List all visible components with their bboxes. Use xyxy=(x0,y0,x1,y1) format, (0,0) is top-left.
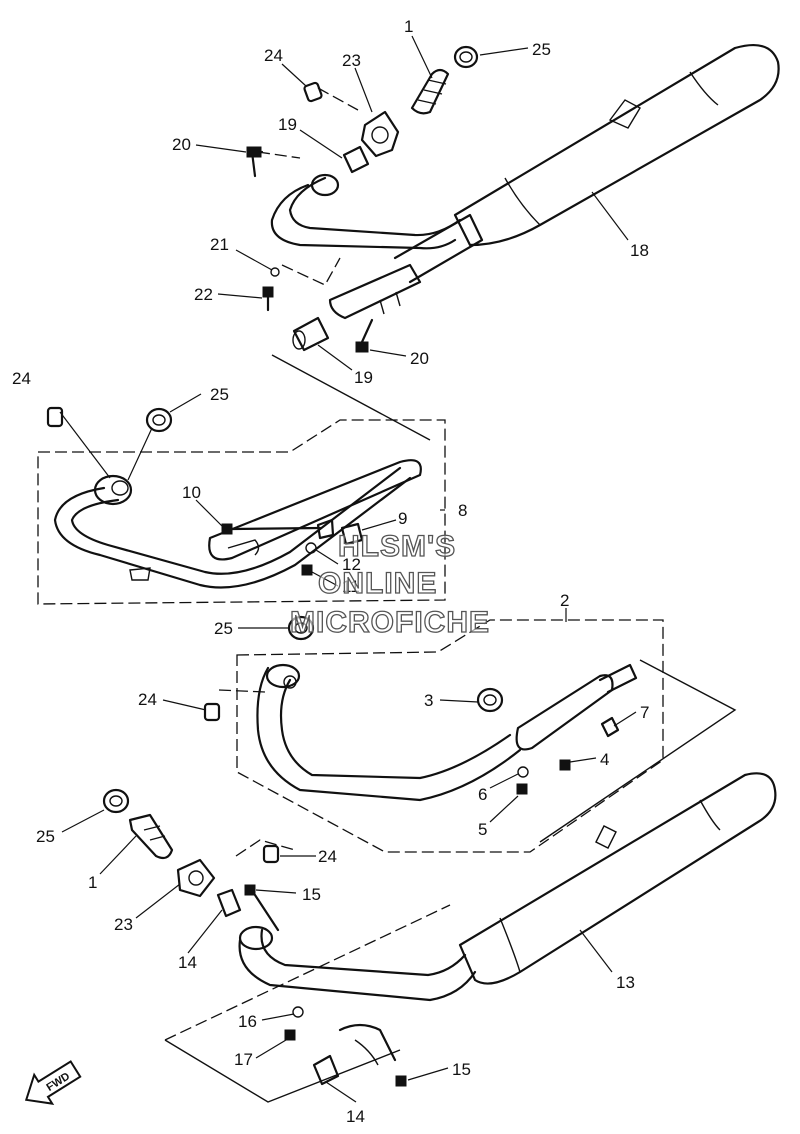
callout-2: 2 xyxy=(560,591,569,610)
callout-20-mid: 20 xyxy=(410,349,429,368)
flange-23-top xyxy=(360,110,400,158)
callout-18: 18 xyxy=(630,241,649,260)
assembly-8-outline xyxy=(37,419,446,605)
callout-3: 3 xyxy=(424,691,433,710)
callout-25-mid: 25 xyxy=(214,619,233,638)
callout-14-bot: 14 xyxy=(178,953,197,972)
callout-14-low: 14 xyxy=(346,1107,365,1126)
lower-assembly xyxy=(102,772,777,1103)
callout-15-bot: 15 xyxy=(302,885,321,904)
callout-19-mid: 19 xyxy=(354,368,373,387)
callout-10: 10 xyxy=(182,483,201,502)
upper-assembly xyxy=(246,44,780,441)
callout-21: 21 xyxy=(210,235,229,254)
callout-17: 17 xyxy=(234,1050,253,1069)
callout-24-top: 24 xyxy=(264,46,283,65)
callout-25-bot: 25 xyxy=(36,827,55,846)
callout-5: 5 xyxy=(478,820,487,839)
watermark-line-2: ONLINE xyxy=(318,567,437,600)
callout-15-low: 15 xyxy=(452,1060,471,1079)
callout-20-top: 20 xyxy=(172,135,191,154)
callout-24-left: 24 xyxy=(12,369,31,388)
callout-1-top: 1 xyxy=(404,17,413,36)
callout-19-top: 19 xyxy=(278,115,297,134)
watermark-line-3: MICROFICHE xyxy=(290,606,490,639)
watermark: HLSM'S ONLINE MICROFICHE xyxy=(289,529,490,639)
assembly-8 xyxy=(37,406,446,605)
muffler-18 xyxy=(453,44,780,247)
watermark-line-1: HLSM'S xyxy=(338,530,456,563)
callout-23-bot: 23 xyxy=(114,915,133,934)
callout-25-left: 25 xyxy=(210,385,229,404)
callout-8: 8 xyxy=(458,501,467,520)
callout-16: 16 xyxy=(238,1012,257,1031)
leader-lines xyxy=(61,35,637,1103)
callout-9: 9 xyxy=(398,509,407,528)
callout-labels: 1 25 24 23 19 20 18 21 22 20 19 24 25 10… xyxy=(12,17,649,1126)
assembly-2 xyxy=(203,615,737,853)
callout-25-top: 25 xyxy=(532,40,551,59)
upper-front-pipe xyxy=(270,183,457,250)
fwd-arrow-icon: FWD xyxy=(24,1060,82,1105)
callout-1-bot: 1 xyxy=(88,873,97,892)
callout-11: 11 xyxy=(342,577,360,596)
callout-24-bot: 24 xyxy=(318,847,337,866)
callout-4: 4 xyxy=(600,750,609,769)
muffler-13 xyxy=(458,772,777,985)
callout-23-top: 23 xyxy=(342,51,361,70)
callout-6: 6 xyxy=(478,785,487,804)
stud-1-top xyxy=(410,68,450,115)
callout-12: 12 xyxy=(342,555,361,574)
callout-7: 7 xyxy=(640,703,649,722)
gasket-25-top xyxy=(453,45,479,69)
callout-24-mid: 24 xyxy=(138,690,157,709)
assembly-2-outline xyxy=(236,619,664,853)
callout-22: 22 xyxy=(194,285,213,304)
callout-13: 13 xyxy=(616,973,635,992)
